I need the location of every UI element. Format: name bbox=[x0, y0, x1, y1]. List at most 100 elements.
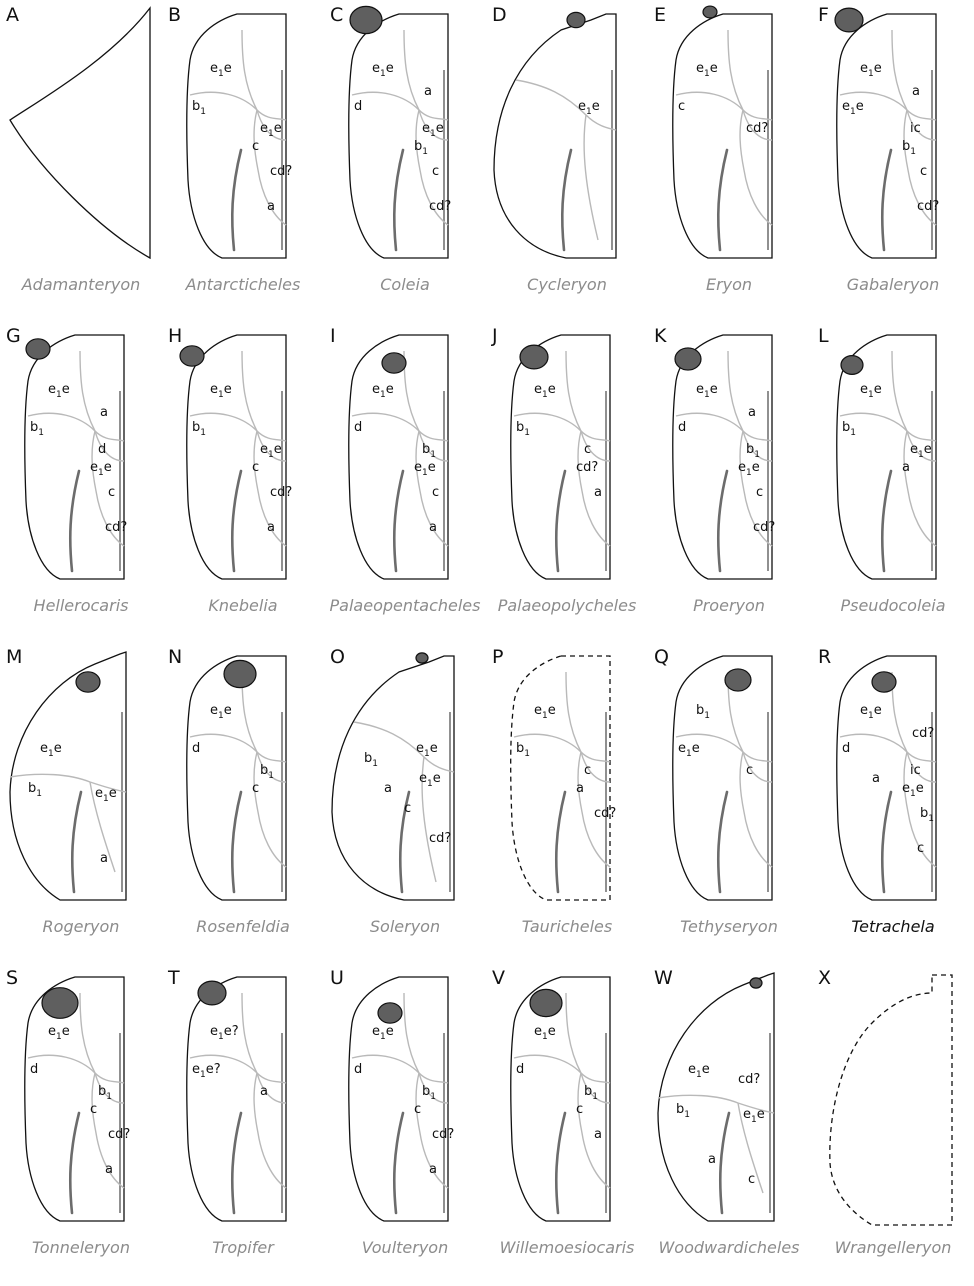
groove-label-a: a bbox=[260, 1084, 268, 1099]
genus-name: Hellerocaris bbox=[0, 596, 162, 615]
panel-c: Ce1ede1eb1ccd?aColeia bbox=[324, 0, 486, 321]
carapace-outline bbox=[511, 656, 610, 900]
carapace-drawing: e1eb1e1ea bbox=[812, 321, 974, 596]
genus-name: Willemoesiocaris bbox=[486, 1238, 648, 1257]
orbit-icon bbox=[26, 339, 50, 359]
groove-label-c: c bbox=[917, 841, 924, 856]
groove-label-d: d bbox=[30, 1062, 38, 1077]
groove-label-d: d bbox=[98, 442, 106, 457]
groove-label-c: c bbox=[432, 485, 439, 500]
orbit-icon bbox=[42, 988, 78, 1019]
carapace-drawing: e1edb1e1eccd?a bbox=[648, 321, 810, 596]
genus-name: Tonneleryon bbox=[0, 1238, 162, 1257]
genus-name: Knebelia bbox=[162, 596, 324, 615]
groove-label-cd-q: cd? bbox=[746, 121, 768, 136]
carapace-drawing: e1eccd? bbox=[648, 0, 810, 275]
genus-name: Coleia bbox=[324, 275, 486, 294]
carapace-outline bbox=[673, 14, 772, 258]
groove-label-c: c bbox=[748, 1172, 755, 1187]
groove-label-a: a bbox=[267, 199, 275, 214]
groove-label-cd-q: cd? bbox=[594, 806, 616, 821]
groove-label-a: a bbox=[429, 1162, 437, 1177]
panel-e: Ee1eccd?Eryon bbox=[648, 0, 810, 321]
groove-label-a: a bbox=[902, 460, 910, 475]
groove-label-cd-q: cd? bbox=[912, 726, 934, 741]
panel-g: Ge1eb1de1eccd?aHellerocaris bbox=[0, 321, 162, 642]
orbit-icon bbox=[198, 981, 226, 1005]
carapace-outline bbox=[10, 8, 150, 258]
carapace-outline bbox=[830, 975, 952, 1225]
carapace-drawing: e1e bbox=[486, 0, 648, 275]
orbit-icon bbox=[703, 6, 717, 18]
panel-u: Ue1edb1ccd?aVoulteryon bbox=[324, 963, 486, 1284]
orbit-icon bbox=[520, 345, 548, 369]
orbit-icon bbox=[841, 356, 863, 375]
groove-label-d: d bbox=[354, 99, 362, 114]
groove-label-c: c bbox=[756, 485, 763, 500]
groove-label-cd-q: cd? bbox=[917, 199, 939, 214]
groove-label-cd-q: cd? bbox=[429, 199, 451, 214]
groove-label-c: c bbox=[252, 139, 259, 154]
genus-name: Rosenfeldia bbox=[162, 917, 324, 936]
genus-name: Tauricheles bbox=[486, 917, 648, 936]
genus-name: Voulteryon bbox=[324, 1238, 486, 1257]
carapace-drawing: e1ee1eicb1ccd?a bbox=[812, 0, 974, 275]
groove-label-cd-q: cd? bbox=[105, 520, 127, 535]
groove-label-cd-q: cd? bbox=[270, 164, 292, 179]
genus-name: Palaeopentacheles bbox=[324, 596, 486, 615]
genus-name: Soleryon bbox=[324, 917, 486, 936]
groove-label-a: a bbox=[594, 1127, 602, 1142]
groove-label-c: c bbox=[576, 1102, 583, 1117]
carapace-outline bbox=[673, 656, 772, 900]
panel-i: Ie1edb1e1ecaPalaeopentacheles bbox=[324, 321, 486, 642]
groove-label-d: d bbox=[842, 741, 850, 756]
orbit-icon bbox=[750, 978, 762, 988]
groove-label-c: c bbox=[90, 1102, 97, 1117]
carapace-drawing: e1edb1ccd?a bbox=[324, 963, 486, 1238]
panel-d: De1eCycleryon bbox=[486, 0, 648, 321]
groove-label-c: c bbox=[252, 781, 259, 796]
genus-name: Tropifer bbox=[162, 1238, 324, 1257]
groove-label-c: c bbox=[678, 99, 685, 114]
groove-label-ic: ic bbox=[910, 121, 921, 136]
carapace-drawing: e1edb1c bbox=[162, 642, 324, 917]
carapace-drawing: e1edb1ca bbox=[486, 963, 648, 1238]
carapace-drawing: b1e1ec bbox=[648, 642, 810, 917]
carapace-outline bbox=[494, 14, 616, 258]
orbit-icon bbox=[180, 346, 204, 366]
orbit-icon bbox=[835, 8, 863, 32]
panel-v: Ve1edb1caWillemoesiocaris bbox=[486, 963, 648, 1284]
panel-k: Ke1edb1e1eccd?aProeryon bbox=[648, 321, 810, 642]
genus-name: Proeryon bbox=[648, 596, 810, 615]
genus-name: Cycleryon bbox=[486, 275, 648, 294]
carapace-drawing: e1ede1eb1ccd?a bbox=[324, 0, 486, 275]
genus-name: Eryon bbox=[648, 275, 810, 294]
panel-q: Qb1e1ecTethyseryon bbox=[648, 642, 810, 963]
carapace-drawing: e1eb1e1ea bbox=[0, 642, 162, 917]
genus-name: Wrangelleryon bbox=[812, 1238, 974, 1257]
genus-name: Palaeopolycheles bbox=[486, 596, 648, 615]
groove-label-d: d bbox=[678, 420, 686, 435]
groove-label-a: a bbox=[267, 520, 275, 535]
groove-label-c: c bbox=[584, 763, 591, 778]
genus-name: Antarcticheles bbox=[162, 275, 324, 294]
carapace-drawing: e1eb1e1eccd?a bbox=[162, 0, 324, 275]
orbit-icon bbox=[675, 348, 701, 370]
groove-label-a: a bbox=[100, 851, 108, 866]
carapace-outline bbox=[511, 335, 610, 579]
carapace-drawing: e1edb1e1eca bbox=[324, 321, 486, 596]
carapace-outline bbox=[187, 977, 286, 1221]
groove-label-a: a bbox=[748, 405, 756, 420]
groove-label-a: a bbox=[594, 485, 602, 500]
carapace-drawing: e1e?e1e?a bbox=[162, 963, 324, 1238]
groove-label-a: a bbox=[912, 84, 920, 99]
panel-w: We1eb1e1ecacd?Woodwardicheles bbox=[648, 963, 810, 1284]
carapace-drawing: e1eb1e1eccd?a bbox=[162, 321, 324, 596]
groove-label-a: a bbox=[384, 781, 392, 796]
